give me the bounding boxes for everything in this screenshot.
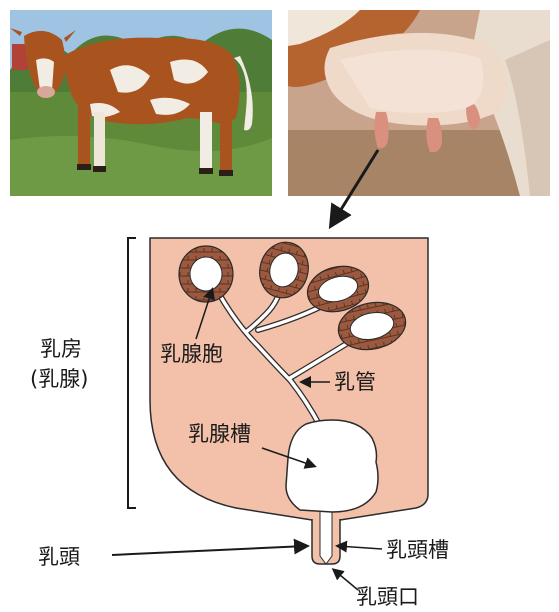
label-udder: 乳房 — [40, 337, 82, 361]
label-teat: 乳頭 — [38, 545, 80, 569]
pointer-teat — [112, 546, 306, 555]
cow-photo — [10, 10, 272, 196]
pointer-teat-cistern — [338, 546, 382, 549]
udder-closeup-photo — [288, 10, 550, 196]
label-gland-cistern: 乳腺槽 — [188, 422, 251, 446]
label-alveolus: 乳腺胞 — [160, 342, 223, 366]
udder-cross-section — [150, 237, 428, 564]
udder-bracket — [128, 238, 136, 508]
pointer-teat-orifice — [334, 570, 358, 590]
label-teat-cistern: 乳頭槽 — [386, 538, 449, 562]
alveolus — [179, 246, 233, 302]
label-teat-orifice: 乳頭口 — [356, 585, 419, 609]
label-duct: 乳管 — [334, 370, 376, 394]
gland-cistern — [286, 420, 378, 512]
label-udder-mammary-gland: (乳腺) — [30, 367, 88, 391]
